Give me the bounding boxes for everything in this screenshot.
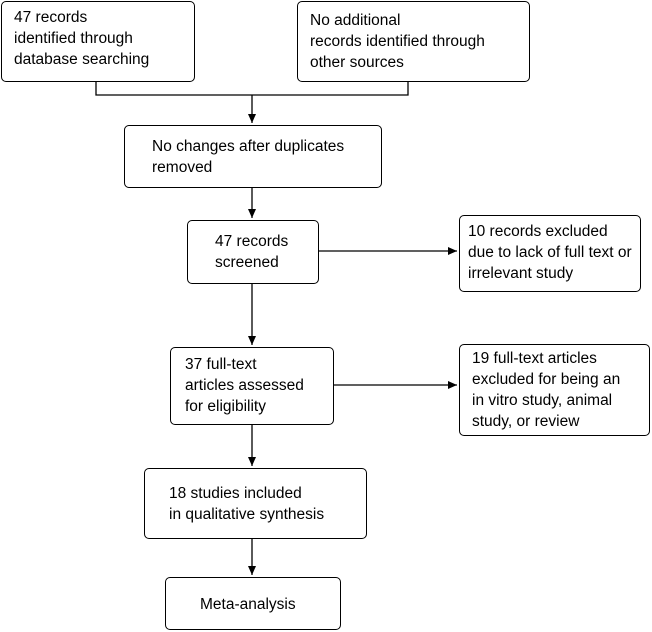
articles-excluded-box: 19 full-text articles excluded for being… (459, 344, 650, 436)
meta-analysis-text: Meta-analysis (200, 596, 296, 613)
duplicates-removed-text: No changes after duplicates removed (152, 138, 345, 176)
qualitative-synthesis-text: 18 studies included in qualitative synth… (169, 485, 325, 523)
articles-excluded-text: 19 full-text articles excluded for being… (472, 350, 621, 430)
records-excluded-box: 10 records excluded due to lack of full … (459, 215, 641, 292)
other-sources-box: No additional records identified through… (297, 1, 530, 82)
duplicates-removed-box: No changes after duplicates removed (124, 125, 382, 188)
meta-analysis-box: Meta-analysis (165, 577, 341, 630)
records-screened-text: 47 records screened (215, 233, 289, 271)
records-excluded-text: 10 records excluded due to lack of full … (468, 223, 632, 282)
eligibility-text: 37 full-text articles assessed for eligi… (185, 356, 304, 415)
qualitative-synthesis-box: 18 studies included in qualitative synth… (144, 468, 367, 539)
records-screened-box: 47 records screened (187, 220, 319, 284)
merge-line (95, 82, 409, 96)
database-search-text: 47 records identified through database s… (14, 9, 150, 68)
eligibility-box: 37 full-text articles assessed for eligi… (170, 347, 334, 425)
database-search-box: 47 records identified through database s… (1, 1, 195, 82)
other-sources-text: No additional records identified through… (310, 12, 485, 71)
